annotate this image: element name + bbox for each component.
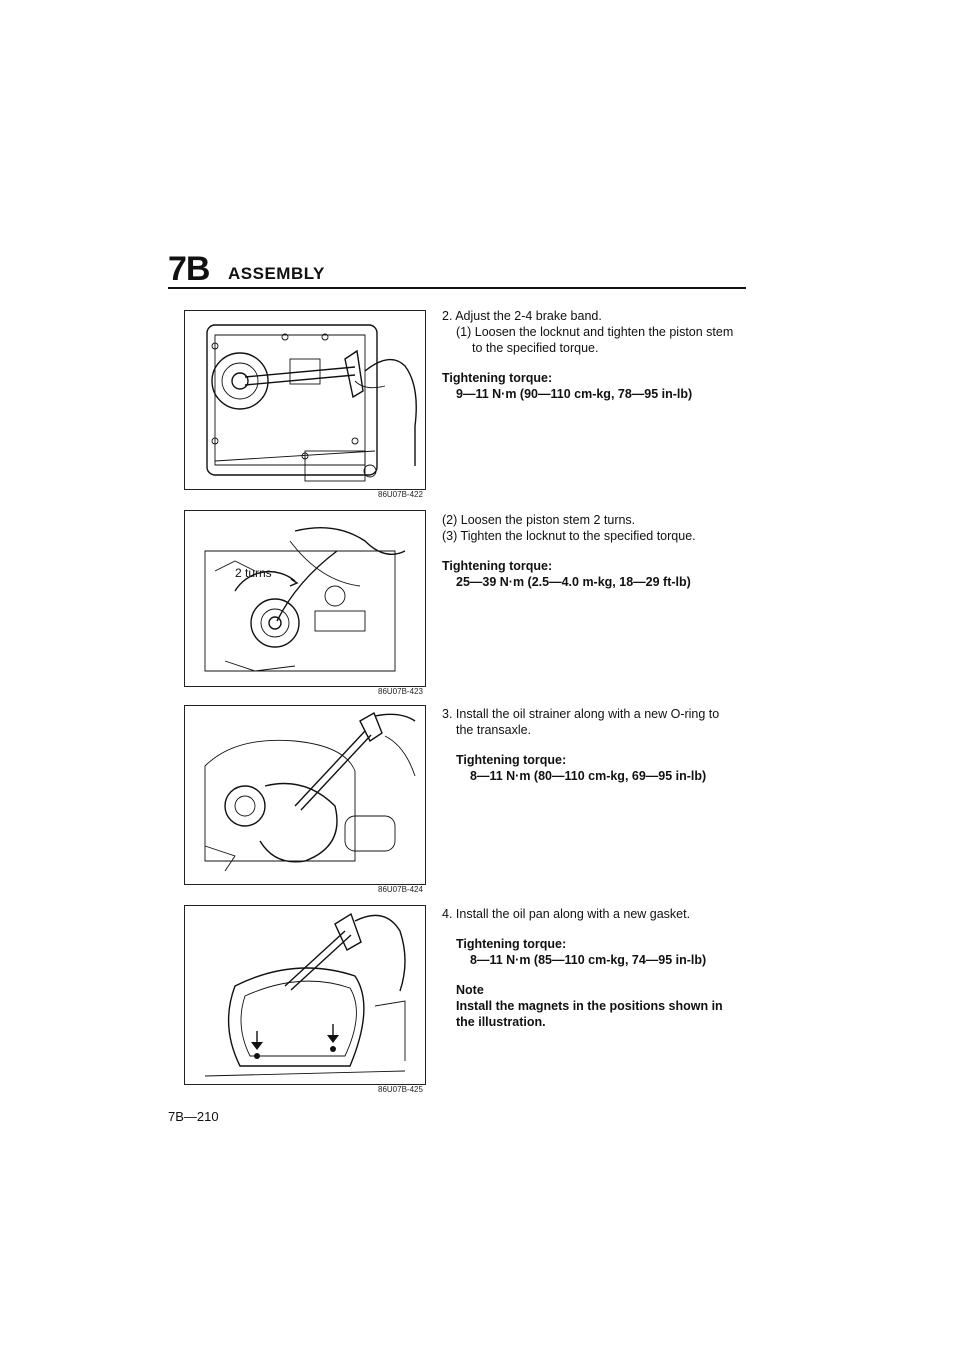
step-2-continued-block: (2) Loosen the piston stem 2 turns. (3) … xyxy=(442,512,742,590)
step-3-block: 3. Install the oil strainer along with a… xyxy=(442,706,742,784)
figure-oil-pan xyxy=(184,905,426,1085)
torque-label: Tightening torque: xyxy=(456,937,567,951)
piston-stem-illustration xyxy=(204,526,406,672)
step-2-block: 2. Adjust the 2-4 brake band. (1) Loosen… xyxy=(442,308,742,402)
figure-caption: 86U07B-425 xyxy=(378,1085,423,1094)
figure-caption: 86U07B-423 xyxy=(378,687,423,696)
figure-caption: 86U07B-422 xyxy=(378,490,423,499)
torque-value: 25—39 N·m (2.5—4.0 m-kg, 18—29 ft-lb) xyxy=(456,575,691,589)
torque-value: 8—11 N·m (85—110 cm-kg, 74—95 in-lb) xyxy=(470,953,707,967)
torque-label: Tightening torque: xyxy=(442,371,553,385)
torque-label: Tightening torque: xyxy=(442,559,553,573)
figure-caption: 86U07B-424 xyxy=(378,885,423,894)
figure-brake-band-adjust xyxy=(184,310,426,490)
torque-value: 9—11 N·m (90—110 cm-kg, 78—95 in-lb) xyxy=(456,387,693,401)
note-label: Note xyxy=(456,983,484,997)
step-4-block: 4. Install the oil pan along with a new … xyxy=(442,906,742,1030)
brake-band-illustration xyxy=(206,324,417,482)
turns-label: 2 turns xyxy=(235,566,272,580)
section-title: ASSEMBLY xyxy=(228,264,325,283)
step-2-sub1b: to the specified torque. xyxy=(472,341,599,355)
page-number: 7B—210 xyxy=(168,1109,219,1124)
figure-oil-strainer xyxy=(184,705,426,885)
step-2-sub2: (2) Loosen the piston stem 2 turns. xyxy=(442,513,636,527)
step-2-sub3: (3) Tighten the locknut to the specified… xyxy=(442,529,696,543)
note-text: Install the magnets in the positions sho… xyxy=(456,999,723,1013)
step-2-sub1: (1) Loosen the locknut and tighten the p… xyxy=(456,325,734,339)
oil-pan-illustration xyxy=(204,912,406,1077)
figure-piston-stem: 2 turns xyxy=(184,510,426,687)
step-4-title: 4. Install the oil pan along with a new … xyxy=(442,907,691,921)
torque-label: Tightening torque: xyxy=(456,753,567,767)
step-3-title-continued: the transaxle. xyxy=(456,723,532,737)
torque-value: 8—11 N·m (80—110 cm-kg, 69—95 in-lb) xyxy=(470,769,707,783)
section-code: 7B xyxy=(168,250,210,288)
header-rule xyxy=(168,287,746,289)
oil-strainer-illustration xyxy=(204,711,416,872)
step-3-title: 3. Install the oil strainer along with a… xyxy=(442,707,720,721)
step-2-title: 2. Adjust the 2-4 brake band. xyxy=(442,309,602,323)
note-text-continued: the illustration. xyxy=(456,1015,546,1029)
